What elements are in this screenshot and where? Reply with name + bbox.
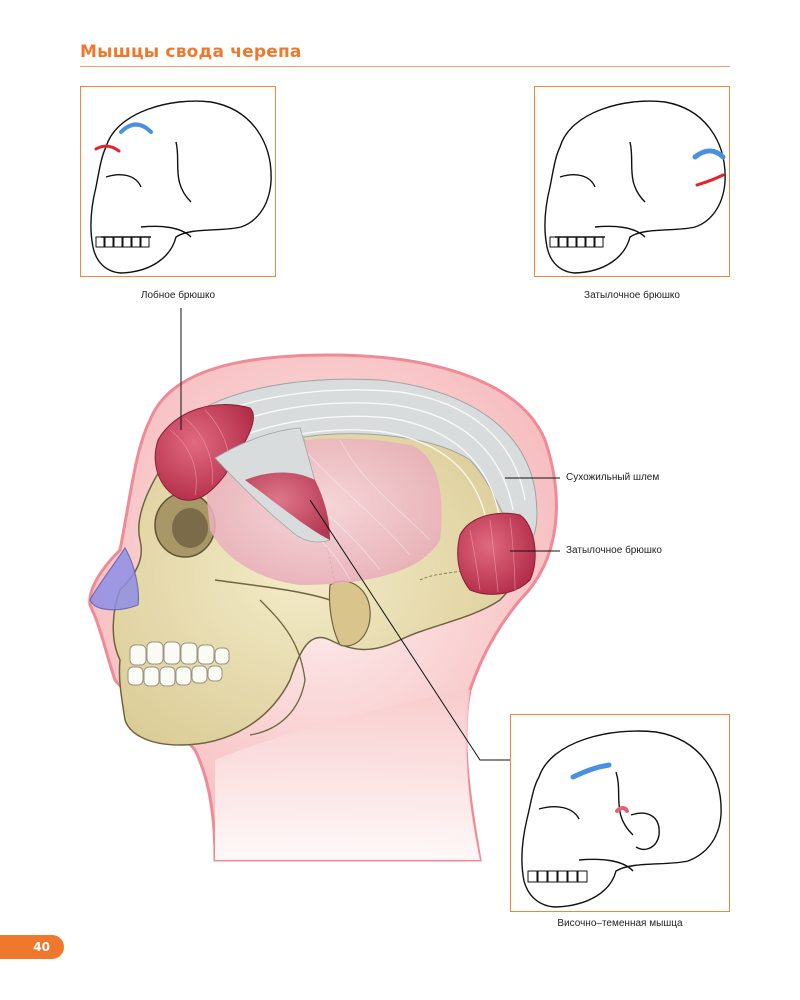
temporoparietal-highlight-blue — [570, 762, 612, 780]
skull-panel-occipital — [534, 86, 730, 277]
panel-caption: Лобное брюшко — [140, 290, 216, 301]
occipital-highlight-blue — [692, 148, 726, 160]
nose-cartilage — [89, 546, 140, 611]
occipital-highlight-red — [695, 173, 725, 187]
page-number-tab: 40 — [0, 935, 64, 959]
panel-caption: Височно–теменная мышца — [557, 918, 683, 929]
teeth — [127, 641, 230, 687]
temporoparietal-highlight-red — [615, 806, 629, 813]
title-divider — [80, 66, 730, 67]
occipital-belly — [457, 512, 536, 595]
skull-panel-temporoparietal — [510, 714, 730, 912]
frontal-highlight-blue — [119, 122, 153, 134]
page-number: 40 — [33, 940, 50, 954]
label-occipital-belly: Затылочное брюшко — [566, 545, 662, 556]
label-aponeurosis: Сухожильный шлем — [566, 472, 660, 483]
neck-fill — [215, 690, 480, 860]
ear — [328, 580, 371, 647]
page-title: Мышцы свода черепа — [80, 42, 302, 62]
frontal-highlight-red — [94, 144, 121, 153]
panel-caption: Затылочное брюшко — [584, 290, 680, 301]
leader-temporoparietal — [309, 499, 510, 761]
skull-outline-drawing — [521, 730, 722, 908]
skull-panel-frontal — [80, 86, 276, 277]
